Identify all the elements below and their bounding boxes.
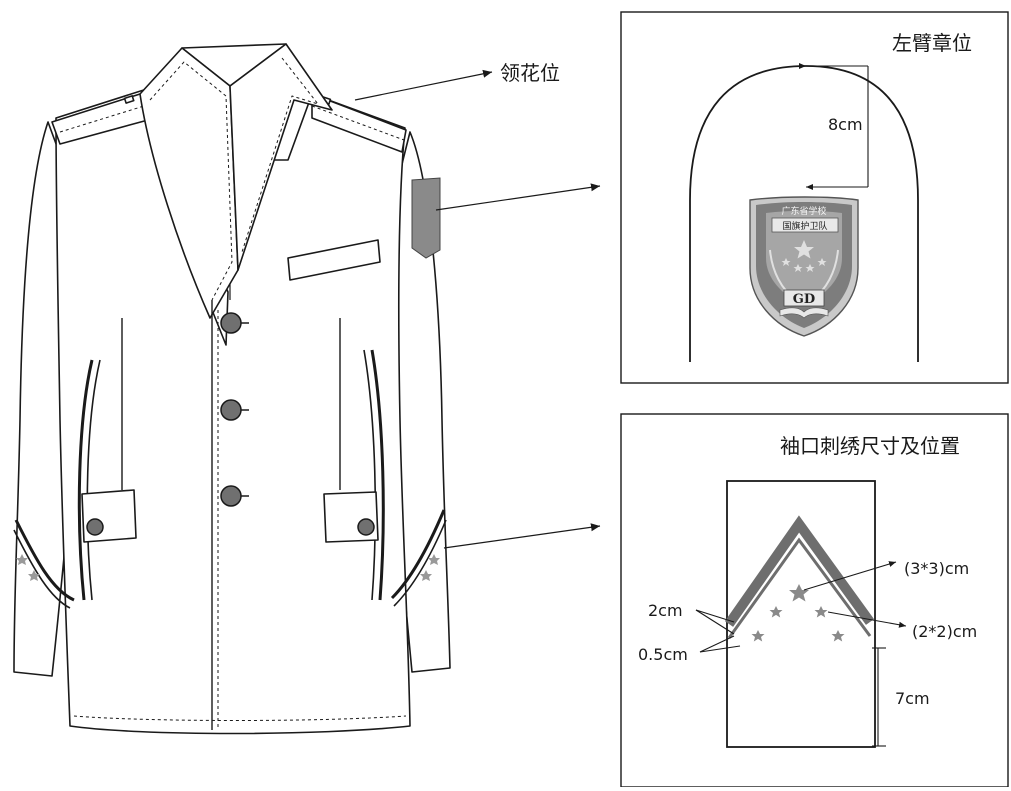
arm-distance-label: 8cm — [828, 115, 863, 134]
cuff-distance-label: 7cm — [895, 689, 930, 708]
badge-gd-text: GD — [793, 292, 815, 307]
jacket-drawing — [13, 43, 451, 735]
collar-flower-label: 领花位 — [500, 61, 560, 85]
cuff-title-label: 袖口刺绣尺寸及位置 — [780, 434, 960, 458]
arm-badge-panel — [620, 11, 1009, 384]
arm-distance-dimension — [799, 63, 869, 190]
left-arm-badge-label: 左臂章位 — [892, 31, 972, 55]
front-buttons — [86, 312, 375, 536]
cuff-chevron-stripe — [724, 515, 875, 627]
pointer-arrows — [354, 69, 601, 549]
jacket-arm-badge — [411, 177, 441, 259]
cuff-stars — [751, 584, 845, 642]
school-guard-badge: 广东省学校 国旗护卫队 GD — [749, 196, 859, 337]
small-star-size-label: (2*2)cm — [912, 622, 977, 641]
badge-arc-text: 广东省学校 — [781, 205, 826, 217]
chest-pocket — [287, 239, 381, 281]
stripe-width-label: 2cm — [648, 601, 683, 620]
cuff-distance-dimension — [872, 647, 886, 747]
right-lapel — [229, 43, 333, 271]
cuff-leader-lines — [695, 561, 907, 653]
badge-banner-text: 国旗护卫队 — [782, 220, 827, 232]
big-star-size-label: (3*3)cm — [904, 559, 969, 578]
left-lapel-main — [139, 47, 239, 319]
stripe-gap-label: 0.5cm — [638, 645, 688, 664]
jacket-sleeve-stars — [16, 554, 440, 581]
